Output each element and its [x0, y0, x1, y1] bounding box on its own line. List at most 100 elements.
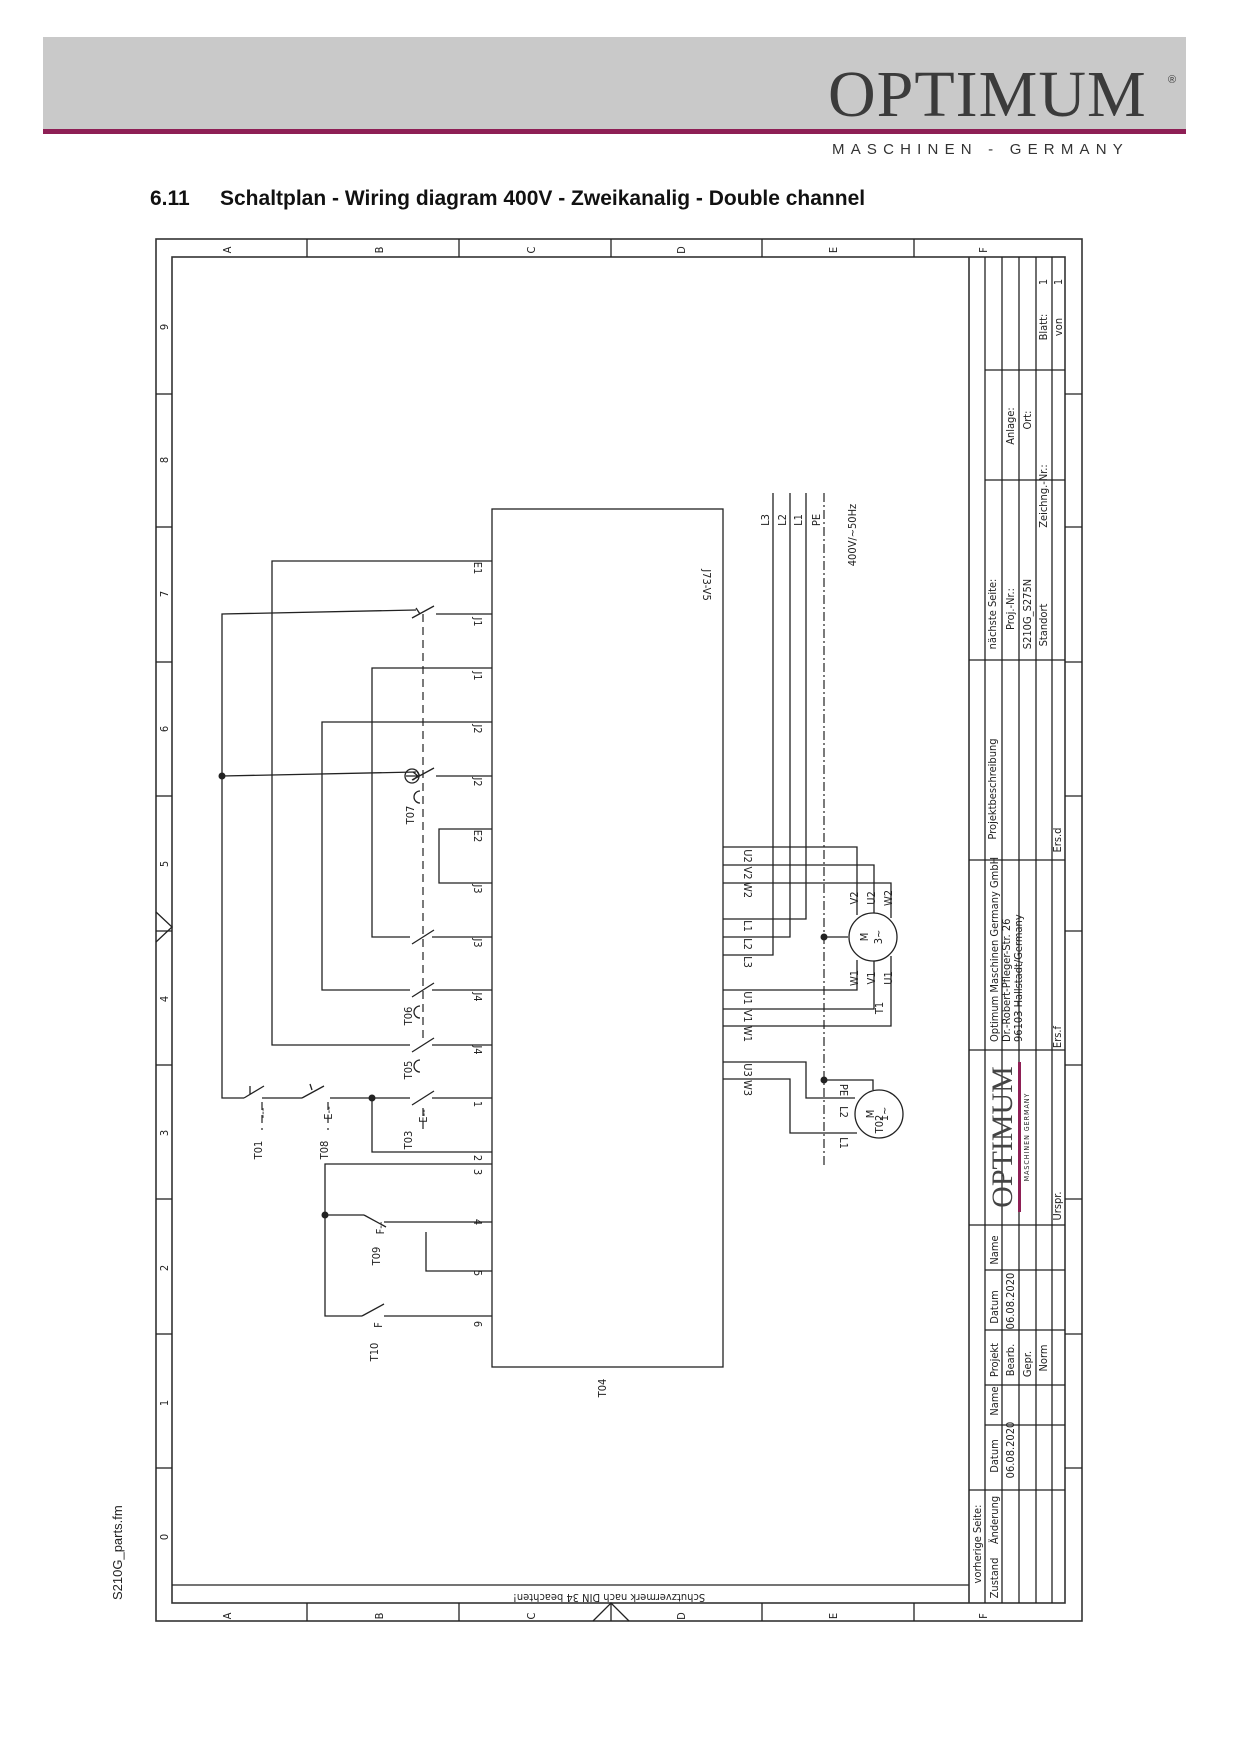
diagram-label: C [525, 1612, 538, 1619]
diagram-label: PE [837, 1084, 850, 1096]
diagram-label: 06.08.2020 [1004, 1422, 1017, 1479]
right-wiring [723, 493, 892, 1168]
junction-dot [321, 1211, 329, 1219]
diagram-label: PE [810, 514, 823, 526]
diagram-label: 3 [158, 1130, 171, 1136]
diagram-label: T02 [873, 1115, 886, 1135]
diagram-line [723, 961, 875, 1010]
diagram-label: Standort [1037, 603, 1050, 646]
diagram-label: T03 [402, 1131, 415, 1151]
diagram-label: F [977, 1613, 990, 1619]
diagram-label: 2 [471, 1155, 484, 1161]
supply-labels: L3 L2 L1 PE 400V/~50Hz [759, 504, 859, 567]
diagram-label: J1 [471, 616, 484, 626]
diagram-label: T09 [370, 1247, 383, 1267]
diagram-label: L2 [741, 938, 754, 950]
diagram-label: U1 [741, 991, 754, 1005]
diagram-label: W2 [882, 890, 895, 906]
diagram-label: 6 [158, 726, 171, 732]
controller-name: J73-V5 [700, 568, 713, 601]
column-labels: A B C D E F A B C D E F [221, 246, 990, 1620]
section-number: 6.11 [150, 187, 190, 210]
diagram-label: J3 [471, 883, 484, 893]
supply-voltage: 400V/~50Hz [846, 504, 859, 567]
diagram-line [723, 1078, 857, 1134]
diagram-label: 6 [471, 1321, 484, 1327]
diagram-label: 9 [158, 324, 171, 330]
diagram-label: MASCHINEN GERMANY [1023, 1093, 1031, 1182]
diagram-label: D [675, 246, 688, 254]
diagram-label: W1 [848, 970, 861, 986]
diagram-label: 8 [158, 457, 171, 463]
diagram-label: Ers.d [1051, 828, 1064, 853]
left-terminals: E1 J1 J1 J2 J2 E2 J3 J3 J4 J4 1 2 3 4 5 … [471, 562, 484, 1327]
junction-dot [368, 1094, 376, 1102]
diagram-line [413, 790, 421, 804]
diagram-line [301, 1083, 325, 1099]
header-band [43, 37, 1186, 130]
diagram-line [411, 929, 435, 945]
diagram-label: M [858, 933, 871, 942]
diagram-label: nächste Seite: [986, 579, 999, 650]
diagram-line [321, 721, 492, 991]
diagram-label: 0 [158, 1534, 171, 1540]
diagram-label: Gepr. [1021, 1351, 1034, 1377]
diagram-label: U1 [882, 971, 895, 985]
diagram-label: vorherige Seite: [971, 1505, 984, 1584]
diagram-label: W1 [741, 1026, 754, 1042]
diagram-line [820, 1076, 828, 1084]
diagram-label: 96103 Hallstadt/Germany [1012, 914, 1025, 1042]
diagram-label: Name [988, 1235, 1001, 1264]
diagram-line [411, 1037, 435, 1053]
controller-ref: T04 [596, 1379, 609, 1399]
switch-contact [411, 605, 435, 619]
diagram-label: 1~ [878, 1107, 891, 1122]
title-block: vorherige Seite: Zustand Änderung Datum … [968, 257, 1065, 1603]
diagram-line [361, 1303, 385, 1317]
diagram-label: 1 [158, 1400, 171, 1406]
diagram-label: Datum [988, 1439, 1001, 1472]
diagram-label: J2 [471, 776, 484, 786]
diagram-label: Zeichng.-Nr.: [1037, 464, 1050, 528]
diagram-label: Blatt: [1037, 314, 1050, 341]
diagram-line [411, 982, 435, 998]
diagram-line [221, 771, 417, 777]
diagram-line [324, 1163, 492, 1317]
diagram-label: Anlage: [1004, 407, 1017, 445]
diagram-label: T08 [318, 1141, 331, 1161]
controller-box [491, 508, 724, 1368]
right-terminals: U2 V2 W2 L1 L2 L3 U1 V1 W1 U3 W3 [741, 849, 754, 1096]
diagram-line [824, 1079, 874, 1090]
registered-mark: ® [1168, 74, 1177, 86]
diagram-label: 3 [471, 1169, 484, 1175]
diagram-label: 1 [1037, 279, 1050, 285]
diagram-label: V1 [865, 971, 878, 984]
diagram-label: L3 [759, 514, 772, 526]
diagram-label: J3 [471, 937, 484, 947]
diagram-label: Bearb. [1004, 1344, 1017, 1376]
diagram-label: Optimum Maschinen Germany GmbH [988, 857, 1001, 1042]
diagram-label: E2 [471, 830, 484, 843]
diagram-label: A [221, 1612, 234, 1619]
diagram-label: 1 [1052, 279, 1065, 285]
diagram-label: U2 [865, 891, 878, 905]
diagram-label: F [977, 247, 990, 253]
diagram-label: E [827, 247, 840, 253]
outer-frame [155, 238, 1083, 1622]
diagram-label: D [675, 1612, 688, 1620]
diagram-line [723, 493, 807, 920]
diagram-label: J4 [471, 991, 484, 1001]
diagram-label: S210G_S275N [1021, 579, 1034, 649]
diagram-label: L1 [792, 514, 805, 526]
diagram-line [848, 912, 898, 962]
diagram-line [406, 771, 420, 781]
center-mark-bottom [592, 1602, 630, 1622]
diagram-line [221, 609, 417, 1099]
diagram-label: U2 [741, 849, 754, 863]
diagram-label: E [827, 1613, 840, 1619]
logo-subtitle: MASCHINEN - GERMANY [832, 141, 1129, 158]
diagram-line [820, 933, 828, 941]
diagram-label: T1 [873, 1002, 886, 1015]
diagram-label: Änderung [988, 1496, 1001, 1544]
